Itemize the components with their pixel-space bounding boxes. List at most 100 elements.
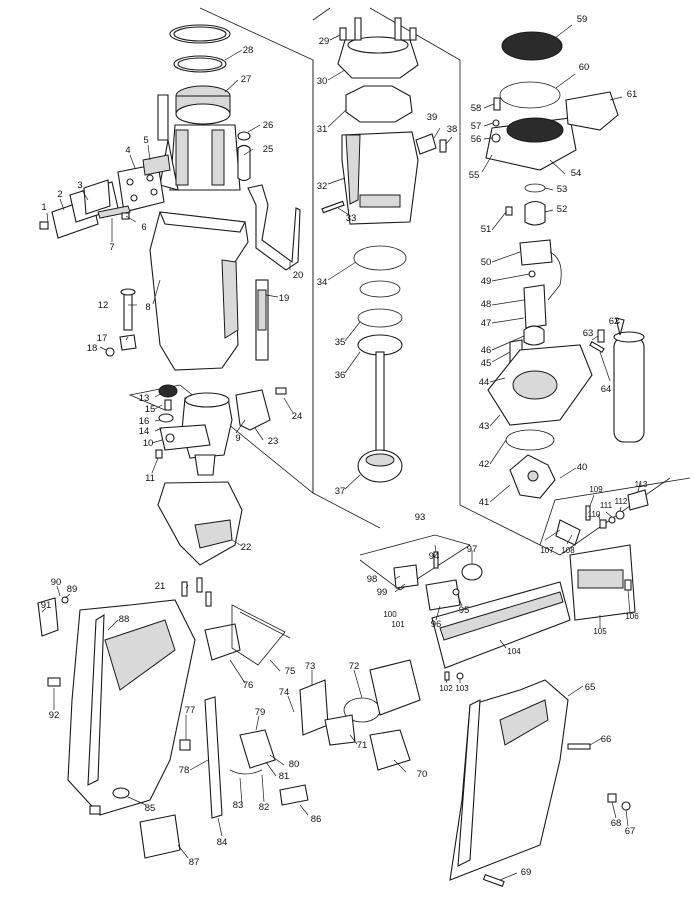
- callout-9: 9: [235, 433, 240, 444]
- callout-53: 53: [557, 184, 568, 195]
- callout-54: 54: [571, 168, 582, 179]
- callout-99: 99: [377, 587, 388, 598]
- callout-50: 50: [481, 257, 492, 268]
- callout-84: 84: [217, 837, 228, 848]
- assembly-guide-lines: [128, 7, 691, 591]
- callout-61: 61: [627, 89, 638, 100]
- callout-labels: 1 2 3 4 5 6 7 8 9 10 11 12 13 14 15 16 1…: [41, 14, 648, 878]
- callout-34: 34: [317, 277, 328, 288]
- callout-3: 3: [77, 180, 82, 191]
- callout-11: 11: [145, 473, 155, 484]
- callout-35: 35: [335, 337, 346, 348]
- callout-36: 36: [335, 370, 346, 381]
- callout-56: 56: [471, 134, 482, 145]
- callout-55: 55: [469, 170, 480, 181]
- callout-92: 92: [49, 710, 60, 721]
- callout-28: 28: [243, 45, 254, 56]
- side-housing: [449, 679, 631, 887]
- callout-81: 81: [279, 771, 290, 782]
- callout-112: 112: [615, 497, 628, 506]
- callout-47: 47: [481, 318, 492, 329]
- right-column: [485, 31, 645, 499]
- callout-40: 40: [577, 462, 588, 473]
- callout-19: 19: [279, 293, 290, 304]
- callout-29: 29: [319, 36, 330, 47]
- callout-38: 38: [447, 124, 458, 135]
- callout-12: 12: [98, 300, 109, 311]
- callout-60: 60: [579, 62, 590, 73]
- callout-46: 46: [481, 345, 492, 356]
- callout-113: 113: [635, 480, 648, 489]
- callout-4: 4: [125, 145, 130, 156]
- callout-110: 110: [588, 510, 601, 519]
- callout-7: 7: [109, 242, 114, 253]
- callout-98: 98: [367, 574, 378, 585]
- callout-77: 77: [185, 705, 196, 716]
- callout-79: 79: [255, 707, 266, 718]
- callout-30: 30: [317, 76, 328, 87]
- callout-93: 93: [415, 512, 426, 523]
- callout-102: 102: [439, 684, 453, 693]
- callout-23: 23: [268, 436, 279, 447]
- callout-76: 76: [243, 680, 254, 691]
- callout-43: 43: [479, 421, 490, 432]
- callout-13: 13: [139, 393, 150, 404]
- callout-45: 45: [481, 358, 492, 369]
- callout-90: 90: [51, 577, 62, 588]
- callout-73: 73: [305, 661, 316, 672]
- callout-72: 72: [349, 661, 360, 672]
- callout-26: 26: [263, 120, 274, 131]
- callout-14: 14: [139, 426, 150, 437]
- callout-105: 105: [593, 627, 607, 636]
- callout-78: 78: [179, 765, 190, 776]
- callout-82: 82: [259, 802, 270, 813]
- callout-42: 42: [479, 459, 490, 470]
- callout-86: 86: [311, 814, 322, 825]
- callout-108: 108: [561, 546, 575, 555]
- mechanism-group: [155, 384, 287, 566]
- callout-leaders: [41, 24, 641, 881]
- callout-6: 6: [141, 222, 146, 233]
- callout-111: 111: [600, 501, 613, 510]
- callout-27: 27: [241, 74, 252, 85]
- callout-15: 15: [145, 404, 156, 415]
- callout-80: 80: [289, 759, 300, 770]
- callout-62: 62: [609, 316, 620, 327]
- callout-48: 48: [481, 299, 492, 310]
- callout-33: 33: [346, 213, 357, 224]
- callout-37: 37: [335, 486, 346, 497]
- callout-107: 107: [540, 546, 554, 555]
- callout-57: 57: [471, 121, 482, 132]
- callout-52: 52: [557, 204, 568, 215]
- callout-70: 70: [417, 769, 428, 780]
- cylinder-group: [39, 24, 301, 371]
- callout-96: 96: [431, 619, 442, 630]
- callout-25: 25: [263, 144, 274, 155]
- callout-87: 87: [189, 857, 200, 868]
- callout-94: 94: [429, 551, 440, 562]
- callout-58: 58: [471, 103, 482, 114]
- callout-31: 31: [317, 124, 328, 135]
- callout-63: 63: [583, 328, 594, 339]
- callout-83: 83: [233, 800, 244, 811]
- callout-18: 18: [87, 343, 98, 354]
- callout-100: 100: [383, 610, 397, 619]
- callout-21: 21: [155, 581, 166, 592]
- callout-41: 41: [479, 497, 490, 508]
- callout-74: 74: [279, 687, 290, 698]
- callout-16: 16: [139, 416, 150, 427]
- callout-65: 65: [585, 682, 596, 693]
- trigger-group: [393, 489, 649, 681]
- callout-85: 85: [145, 803, 156, 814]
- callout-109: 109: [589, 485, 603, 494]
- callout-88: 88: [119, 614, 130, 625]
- callout-106: 106: [625, 612, 639, 621]
- callout-89: 89: [67, 584, 78, 595]
- callout-8: 8: [145, 302, 150, 313]
- callout-24: 24: [292, 411, 303, 422]
- callout-104: 104: [507, 647, 521, 656]
- callout-75: 75: [285, 666, 296, 677]
- callout-101: 101: [391, 620, 405, 629]
- callout-69: 69: [521, 867, 532, 878]
